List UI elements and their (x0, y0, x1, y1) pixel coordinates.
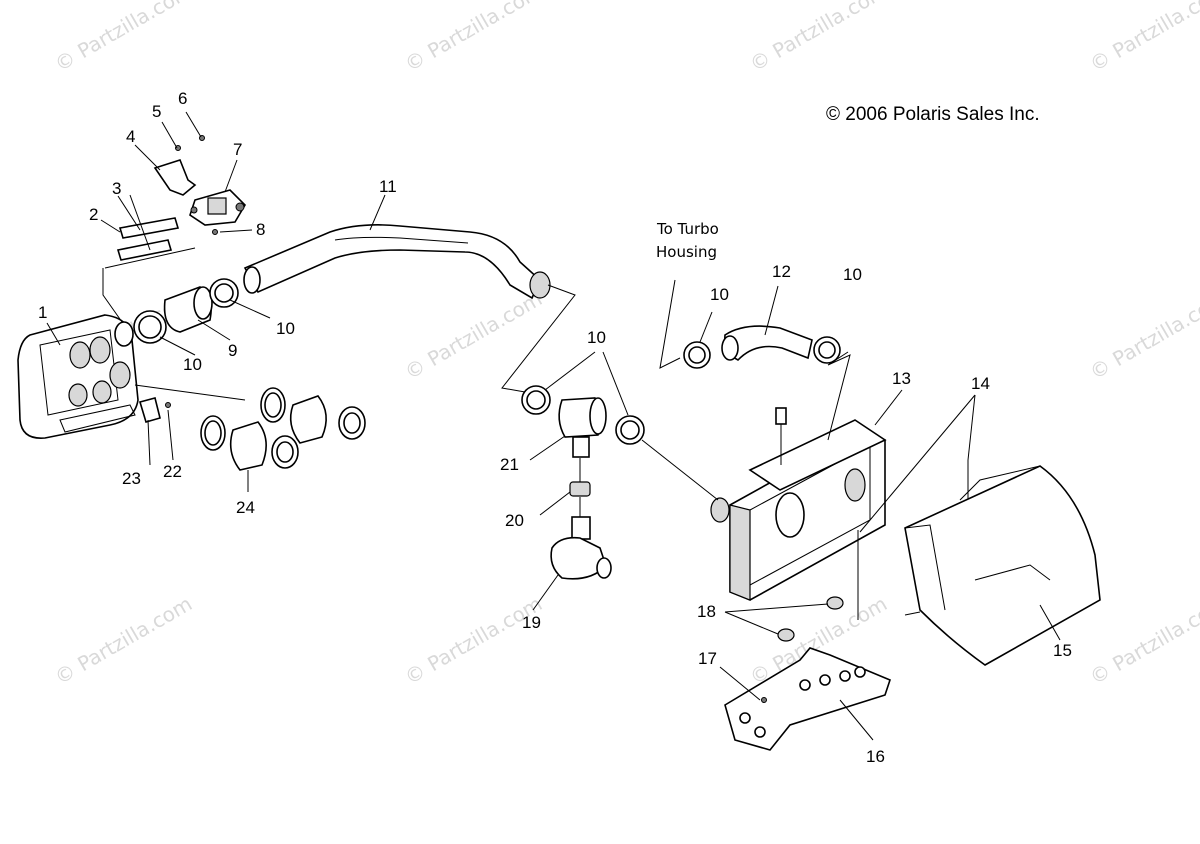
part-20-gasket (569, 481, 591, 497)
callout-15: 15 (1053, 641, 1072, 660)
watermark: © Partzilla.com (401, 591, 547, 689)
callout-7: 7 (233, 140, 242, 159)
part-15-shroud (904, 465, 1101, 666)
note-to-turbo-line2: Housing (656, 243, 717, 261)
watermark: © Partzilla.com (51, 591, 197, 689)
callout-19: 19 (522, 613, 541, 632)
part-1-airbox (17, 314, 139, 439)
part-16-bracket (724, 647, 891, 751)
watermark: © Partzilla.com (401, 0, 547, 76)
callout-labels: 1 2 3 4 5 6 7 8 9 10 10 10 10 10 11 12 1… (38, 89, 1072, 766)
callout-4: 4 (126, 127, 135, 146)
callout-10-c: 10 (587, 328, 606, 347)
part-19-elbow (550, 516, 612, 580)
callout-11: 11 (379, 177, 397, 196)
callout-14: 14 (971, 374, 990, 393)
clamp-pair-center (521, 385, 645, 445)
callout-13: 13 (892, 369, 911, 388)
callout-12: 12 (772, 262, 791, 281)
part-13-intercooler (710, 407, 887, 601)
part-23-sensor (138, 397, 171, 423)
copyright-text: © 2006 Polaris Sales Inc. (826, 104, 1040, 125)
part-24-couplers (200, 387, 366, 471)
watermark: © Partzilla.com (1086, 286, 1200, 384)
callout-23: 23 (122, 469, 141, 488)
callout-20: 20 (505, 511, 524, 530)
callout-16: 16 (866, 747, 885, 766)
watermark: © Partzilla.com (51, 0, 197, 76)
watermark: © Partzilla.com (1086, 0, 1200, 76)
part-12-hose (721, 325, 813, 362)
callout-3: 3 (112, 179, 121, 198)
watermark: © Partzilla.com (401, 286, 547, 384)
callout-24: 24 (236, 498, 255, 517)
part-11-intake-tube (243, 224, 551, 300)
part-4-bracket (153, 135, 205, 196)
callout-2: 2 (89, 205, 98, 224)
callout-9: 9 (228, 341, 237, 360)
part-21-coupler (558, 397, 607, 458)
callout-21: 21 (500, 455, 519, 474)
watermark: © Partzilla.com (1086, 591, 1200, 689)
callout-10-b: 10 (276, 319, 295, 338)
part-7-valve (189, 189, 247, 235)
callout-18: 18 (697, 602, 716, 621)
callout-22: 22 (163, 462, 182, 481)
leader-lines (46, 111, 1061, 741)
watermark: © Partzilla.com (746, 0, 892, 76)
callout-10-e: 10 (843, 265, 862, 284)
callout-8: 8 (256, 220, 265, 239)
callout-10-a: 10 (183, 355, 202, 374)
part-18-grommets (777, 596, 844, 642)
callout-17: 17 (698, 649, 717, 668)
callout-10-d: 10 (710, 285, 729, 304)
callout-1: 1 (38, 303, 47, 322)
callout-5: 5 (152, 102, 161, 121)
callout-6: 6 (178, 89, 187, 108)
part-2-3-straps (104, 217, 196, 269)
clamp-pair-right (683, 336, 841, 369)
note-to-turbo-line1: To Turbo (656, 220, 719, 238)
